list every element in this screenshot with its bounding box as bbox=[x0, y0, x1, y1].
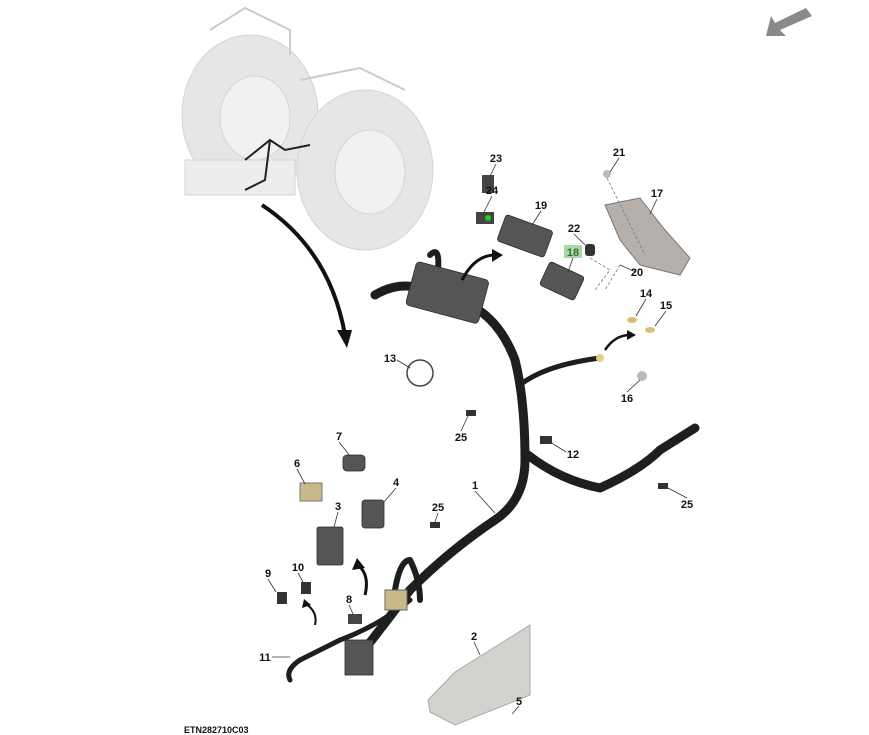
tractor-overview-illustration bbox=[181, 6, 434, 251]
callout-14: 14 bbox=[640, 288, 653, 300]
part-2-shield bbox=[427, 624, 531, 726]
part-22 bbox=[585, 244, 595, 256]
callout-10: 10 bbox=[292, 562, 304, 574]
callout-3: 3 bbox=[335, 501, 341, 513]
part-21-bolt bbox=[603, 170, 611, 178]
part-6 bbox=[299, 482, 323, 502]
callout-17: 17 bbox=[651, 188, 663, 200]
callout-arrow-icon bbox=[260, 203, 352, 348]
part-8 bbox=[348, 614, 362, 624]
callout-23: 23 bbox=[490, 153, 502, 165]
part-19-module bbox=[497, 214, 553, 258]
part-10 bbox=[301, 582, 311, 594]
part-14-terminal bbox=[627, 317, 637, 323]
part-25-clip bbox=[430, 522, 440, 528]
callout-13: 13 bbox=[384, 353, 396, 365]
callout-25: 25 bbox=[681, 499, 693, 511]
part-23 bbox=[482, 175, 494, 193]
part-7 bbox=[342, 454, 366, 472]
callout-25: 25 bbox=[455, 432, 467, 444]
figure-caption: ETN282710C03 bbox=[184, 725, 249, 735]
part-16-bolt bbox=[637, 371, 647, 381]
callout-24: 24 bbox=[486, 185, 499, 197]
callout-labels: 23 24 19 22 18 21 17 20 14 15 16 13 25 1… bbox=[259, 147, 693, 708]
callout-12: 12 bbox=[567, 449, 579, 461]
part-13-ring bbox=[406, 359, 434, 387]
callout-25: 25 bbox=[432, 502, 444, 514]
callout-18: 18 bbox=[567, 247, 579, 259]
part-17-bracket bbox=[604, 197, 691, 276]
front-direction-arrow-icon bbox=[766, 8, 812, 36]
part-4 bbox=[361, 499, 385, 529]
callout-16: 16 bbox=[621, 393, 633, 405]
callout-1: 1 bbox=[472, 480, 478, 492]
overview-harness bbox=[244, 138, 311, 191]
part-9 bbox=[277, 592, 287, 604]
callout-arrow-icon bbox=[302, 249, 636, 626]
leader-lines bbox=[267, 157, 688, 715]
part-15-terminal bbox=[645, 327, 655, 333]
highlight-badge bbox=[564, 245, 582, 258]
callout-7: 7 bbox=[336, 431, 342, 443]
callout-5: 5 bbox=[516, 696, 522, 708]
callout-8: 8 bbox=[346, 594, 352, 606]
callout-9: 9 bbox=[265, 568, 271, 580]
callout-6: 6 bbox=[294, 458, 300, 470]
callout-22: 22 bbox=[568, 223, 580, 235]
part-25-clip bbox=[658, 483, 668, 489]
callout-11: 11 bbox=[259, 652, 271, 664]
part-18-relay bbox=[539, 261, 585, 301]
part-25-clip bbox=[466, 410, 476, 416]
callout-15: 15 bbox=[660, 300, 672, 312]
part-3 bbox=[316, 526, 344, 566]
callout-2: 2 bbox=[471, 631, 477, 643]
callout-20: 20 bbox=[631, 267, 643, 279]
part-12-clip bbox=[540, 436, 552, 444]
callout-21: 21 bbox=[613, 147, 625, 159]
callout-4: 4 bbox=[393, 477, 400, 489]
wiring-harness bbox=[286, 249, 700, 683]
callout-19: 19 bbox=[535, 200, 547, 212]
